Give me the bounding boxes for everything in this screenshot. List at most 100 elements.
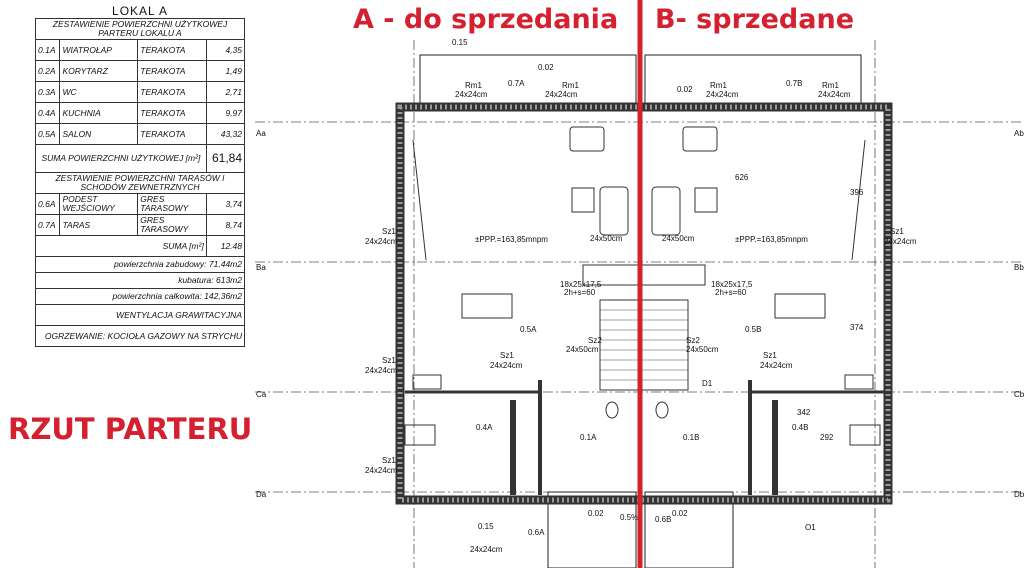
- room-area: 2,71: [205, 81, 246, 103]
- label: 24x24cm: [706, 90, 739, 99]
- label: Sz1: [382, 356, 396, 365]
- level: 0.02: [538, 63, 554, 72]
- schedule-title: LOKAL A: [112, 4, 168, 18]
- label: Rm1: [562, 81, 579, 90]
- door-label: D1: [702, 379, 713, 388]
- note-heating: OGRZEWANIE: KOCIOŁA GAZOWY NA STRYCHU: [35, 325, 245, 347]
- label: Sz1: [890, 227, 904, 236]
- label: 24x50cm: [590, 234, 623, 243]
- room-label: 0.5A: [520, 325, 537, 334]
- room-no: 0.6A: [34, 193, 61, 215]
- room-label: 0.6B: [655, 515, 671, 524]
- level: 0.02: [677, 85, 693, 94]
- dimension: 626: [735, 173, 749, 182]
- sum-label: SUMA POWIERZCHNI UŻYTKOWEJ [m²]: [35, 144, 207, 173]
- label: 24x50cm: [566, 345, 599, 354]
- plan-title: RZUT PARTERU: [8, 412, 253, 446]
- level: 0.02: [588, 509, 604, 518]
- label: 24x24cm: [455, 90, 488, 99]
- label: 24x24cm: [365, 466, 398, 475]
- furniture: [404, 126, 881, 446]
- label: Sz1: [763, 351, 777, 360]
- label: 24x24cm: [818, 90, 851, 99]
- room-label: 0.7A: [508, 79, 525, 88]
- axis-label: Db: [1014, 490, 1024, 499]
- label: 24x50cm: [686, 345, 719, 354]
- room-label: 0.4A: [476, 423, 493, 432]
- sink-icon: [412, 374, 442, 390]
- label: Sz1: [500, 351, 514, 360]
- unit-a-title: A - do sprzedania: [353, 4, 619, 35]
- label: Rm1: [465, 81, 482, 90]
- armchair-icon: [569, 126, 605, 152]
- axis-label: Ca: [256, 390, 267, 399]
- slope: 0.5%: [620, 513, 638, 522]
- toilet-icon: [655, 401, 669, 419]
- dining-table-icon: [461, 293, 513, 319]
- label: 24x24cm: [365, 366, 398, 375]
- table-icon: [694, 187, 718, 213]
- axis-label: Bb: [1014, 263, 1024, 272]
- label: 18x25x17,5: [560, 280, 602, 289]
- stairs: [600, 309, 688, 381]
- label: Rm1: [710, 81, 727, 90]
- label: 24x24cm: [365, 237, 398, 246]
- axis-label: Aa: [256, 129, 266, 138]
- dimension: 292: [820, 433, 834, 442]
- stove-icon: [404, 424, 436, 446]
- toilet-icon: [605, 401, 619, 419]
- label: Sz1: [382, 456, 396, 465]
- room-label: 0.5B: [745, 325, 761, 334]
- window-label: O1: [805, 523, 816, 532]
- stove-icon: [849, 424, 881, 446]
- label: 2h+s=60: [564, 288, 596, 297]
- level: 0.15: [452, 38, 468, 47]
- label: Sz1: [382, 227, 396, 236]
- label: 24x50cm: [662, 234, 695, 243]
- label: 18x25x17,5: [711, 280, 753, 289]
- armchair-icon: [682, 126, 718, 152]
- room-label: 0.4B: [792, 423, 808, 432]
- label: 24x24cm: [760, 361, 793, 370]
- dimension: 396: [850, 188, 864, 197]
- level: ±PPP.=163,85mnpm: [475, 235, 548, 244]
- unit-b-title: B- sprzedane: [655, 4, 855, 35]
- axis-label: Da: [256, 490, 267, 499]
- level: 0.02: [672, 509, 688, 518]
- axis-label: Cb: [1014, 390, 1024, 399]
- sink-icon: [844, 374, 874, 390]
- sofa-icon: [651, 186, 681, 236]
- label: 24x24cm: [884, 237, 917, 246]
- room-label: 0.7B: [786, 79, 802, 88]
- level: 0.15: [478, 522, 494, 531]
- dimension: 342: [797, 408, 811, 417]
- room-no: 0.1A: [34, 39, 61, 61]
- label: Sz2: [588, 336, 602, 345]
- label: 2h+s=60: [715, 288, 747, 297]
- room-no: 0.3A: [34, 81, 61, 103]
- room-no: 0.2A: [34, 60, 61, 82]
- walls: [395, 102, 893, 505]
- label: 24x24cm: [470, 545, 503, 554]
- room-label: 0.1B: [683, 433, 699, 442]
- dining-table-icon: [774, 293, 826, 319]
- level: ±PPP.=163,85mnpm: [735, 235, 808, 244]
- axis-label: Ba: [256, 263, 266, 272]
- plan-labels: Rm1 24x24cm Rm1 24x24cm Rm1 24x24cm Rm1 …: [365, 38, 917, 554]
- table-icon: [571, 187, 595, 213]
- room-no: 0.5A: [34, 123, 61, 145]
- sofa-icon: [599, 186, 629, 236]
- axis-label: Ab: [1014, 129, 1024, 138]
- room-label: 0.1A: [580, 433, 597, 442]
- label: Rm1: [822, 81, 839, 90]
- label: 24x24cm: [545, 90, 578, 99]
- area-schedule: LOKAL A ZESTAWIENIE POWIERZCHNI UŻYTKOWE…: [34, 4, 246, 347]
- dimension: 374: [850, 323, 864, 332]
